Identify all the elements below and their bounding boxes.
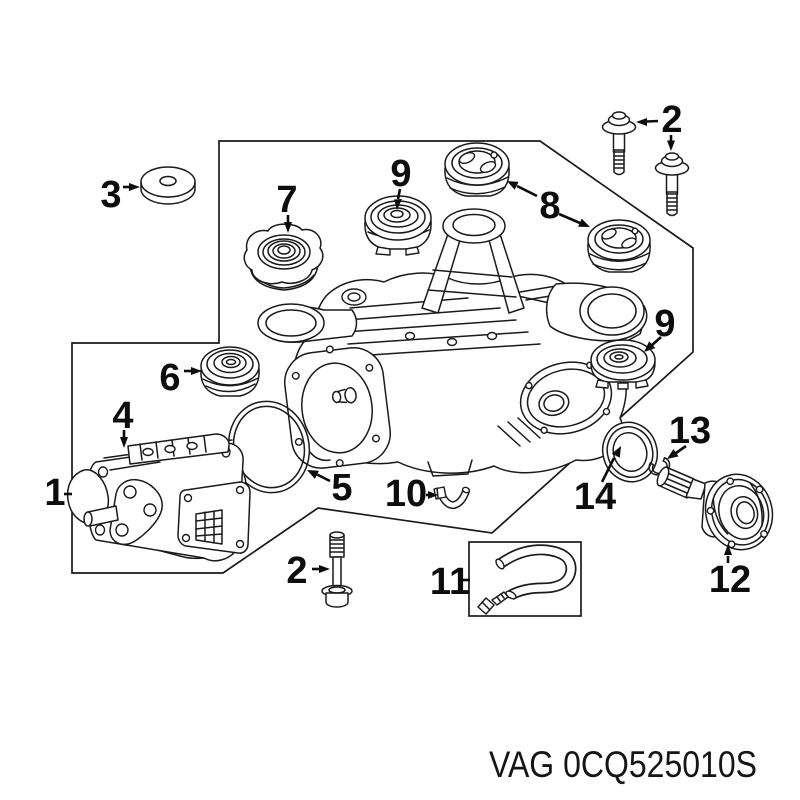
callout-11: 11 [430, 561, 470, 603]
callout-9-top: 9 [390, 153, 411, 195]
part-11-box [468, 541, 582, 617]
callout-2-top: 2 [661, 99, 682, 141]
part-9-mount-right [590, 339, 656, 390]
callout-arrows [64, 118, 732, 582]
callout-14: 14 [574, 476, 616, 518]
housing-bottom-details [309, 417, 541, 477]
part-4-pump-unit [66, 433, 251, 562]
callout-3: 3 [100, 174, 121, 216]
part-11-screw [477, 591, 509, 615]
part-number-caption: VAG 0CQ525010S [489, 744, 757, 785]
part-9-mount-top [364, 195, 432, 256]
part-11-hose [495, 544, 577, 600]
callout-5: 5 [331, 467, 352, 509]
callout-2-bottom: 2 [286, 550, 307, 592]
callout-13: 13 [669, 410, 711, 452]
part-6-mount [200, 346, 260, 397]
enclosure-outline [71, 140, 694, 574]
callout-9-right: 9 [654, 303, 675, 345]
part-2-bolt-left [601, 111, 637, 176]
callout-10: 10 [385, 473, 427, 515]
part-14-seal [601, 421, 659, 483]
callout-4: 4 [112, 395, 133, 437]
housing-right-arm [545, 282, 648, 342]
part-2-bolt-right [654, 152, 690, 217]
part-3-cap-disc [140, 166, 196, 205]
callout-7: 7 [276, 179, 297, 221]
part-8-mount-left [444, 142, 510, 197]
callout-8: 8 [539, 185, 560, 227]
part-2-bolt-bottom [321, 531, 353, 608]
housing-top-tower [341, 208, 525, 314]
callout-labels: 1 2 2 3 4 5 6 7 8 9 9 10 11 12 13 14 [44, 99, 751, 603]
part-8-mount-right [587, 219, 651, 273]
callout-1: 1 [44, 472, 65, 514]
housing-rear-face [519, 361, 613, 435]
part-7-mount [243, 223, 324, 291]
housing-left-arm [257, 303, 358, 343]
callout-12: 12 [709, 559, 751, 601]
part-12-output-flange [656, 466, 774, 551]
callout-6: 6 [159, 357, 180, 399]
differential-housing-drawing [257, 208, 648, 477]
housing-front-cover [283, 345, 392, 469]
part-10-breather-fitting [433, 486, 471, 510]
